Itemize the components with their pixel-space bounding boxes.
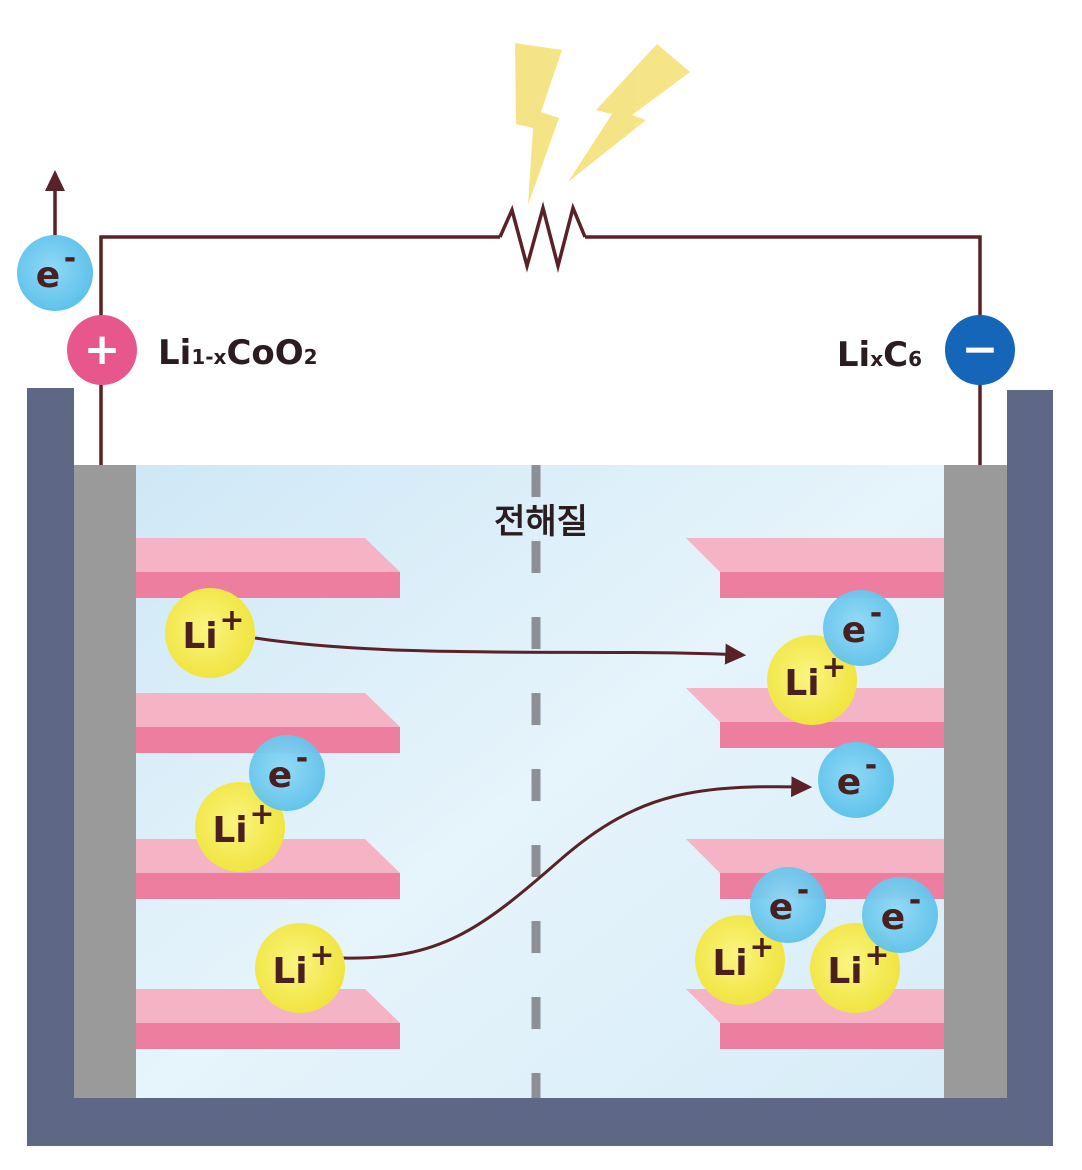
svg-text:e: e [268, 755, 292, 796]
anode-terminal: − [945, 315, 1015, 385]
cathode-formula: Li1-xCoO2 [158, 333, 318, 373]
plus-icon [67, 315, 137, 385]
li-migration-arrow [254, 636, 747, 665]
li-ion: Li + [255, 923, 345, 1013]
cathode-terminal: + [67, 315, 137, 385]
left-wire [99, 235, 500, 465]
svg-text:-: - [797, 873, 809, 908]
svg-text:e: e [837, 762, 861, 803]
electron-particle: e - [823, 590, 899, 666]
electron-particle: e - [750, 867, 826, 943]
anode-layer [686, 538, 944, 598]
cathode-sign: + [84, 324, 121, 375]
svg-text:e: e [842, 610, 866, 651]
li-ion: Li + [695, 915, 785, 1005]
cathode-layer [136, 693, 400, 753]
electron-particle: e - [818, 742, 894, 818]
svg-text:-: - [909, 883, 921, 918]
svg-text:-: - [296, 741, 308, 776]
electron-particle: e - [17, 235, 93, 311]
electron-charge: - [64, 241, 76, 276]
cathode-layer [136, 538, 400, 598]
li-ion: Li + [767, 635, 857, 725]
right-wire [585, 235, 982, 465]
cathode-plate [74, 465, 136, 1098]
svg-text:Li: Li [182, 616, 217, 657]
anode-layer [686, 688, 944, 748]
li-ion: Li + [195, 782, 285, 872]
cathode-layer [136, 839, 400, 899]
resistor-icon [498, 201, 587, 273]
svg-text:+: + [309, 938, 334, 973]
cathode-layers [136, 538, 400, 1049]
svg-text:-: - [865, 748, 877, 783]
electrolyte-label: 전해질 [494, 502, 588, 542]
svg-text:Li: Li [272, 951, 307, 992]
battery-container [27, 388, 1053, 1146]
electron-particle: e - [862, 877, 938, 953]
electron-symbol: e [36, 255, 60, 296]
cathode-layer [136, 989, 400, 1049]
svg-text:-: - [870, 596, 882, 631]
svg-text:e: e [881, 897, 905, 938]
electron-particle: e - [249, 735, 325, 811]
li-migration-arrow [342, 776, 813, 960]
svg-text:e: e [769, 887, 793, 928]
svg-text:Li: Li [827, 951, 862, 992]
arrow-up-icon [45, 170, 65, 191]
svg-text:+: + [219, 603, 244, 638]
anode-sign: − [962, 324, 999, 375]
lightning-icon [515, 43, 690, 205]
minus-icon [945, 315, 1015, 385]
anode-plate [944, 465, 1007, 1098]
anode-formula: LixC6 [837, 335, 922, 375]
svg-text:Li: Li [712, 943, 747, 984]
svg-text:Li: Li [784, 663, 819, 704]
li-ion: Li + [165, 588, 255, 678]
external-circuit [99, 201, 982, 465]
svg-text:Li: Li [212, 810, 247, 851]
